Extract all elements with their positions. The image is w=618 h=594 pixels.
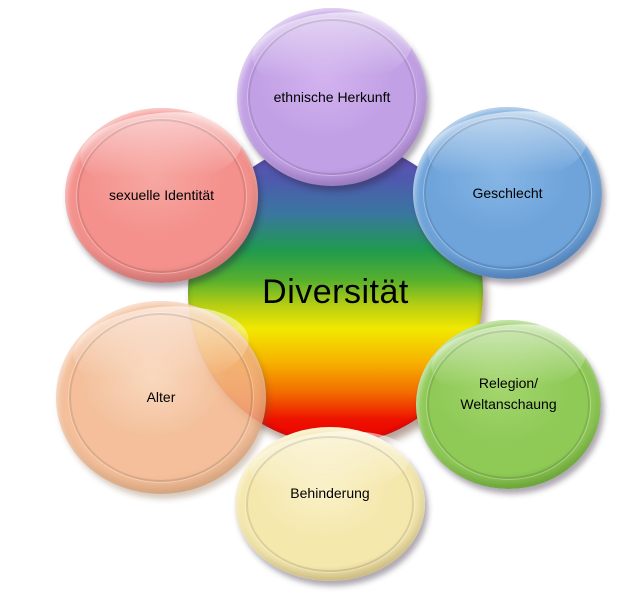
node-geschlecht: Geschlecht <box>413 104 602 279</box>
node-ring <box>76 118 247 273</box>
node-label: Geschlecht <box>472 184 543 201</box>
node-ring <box>427 330 590 479</box>
node-relegion-weltanschaung: Relegion/ Weltanschaung <box>416 317 601 489</box>
node-label: sexuelle Identität <box>108 187 215 203</box>
node-ring <box>68 312 254 483</box>
node-ring <box>246 436 414 572</box>
node-ring <box>424 117 591 269</box>
node-label: Behinderung <box>290 484 370 501</box>
node-sexuelle-identitaet: sexuelle Identität <box>65 104 258 283</box>
diagram-title: Diversität <box>262 273 409 311</box>
node-behinderung: Behinderung <box>235 423 425 581</box>
node-label: ethnische Herkunft <box>273 88 391 105</box>
node-ring <box>248 18 416 176</box>
node-ethnische-herkunft: ethnische Herkunft <box>237 5 427 186</box>
node-alter: Alter <box>56 297 266 494</box>
node-label: Relegion/ Weltanschaung <box>460 374 557 412</box>
node-label: Alter <box>146 389 176 405</box>
